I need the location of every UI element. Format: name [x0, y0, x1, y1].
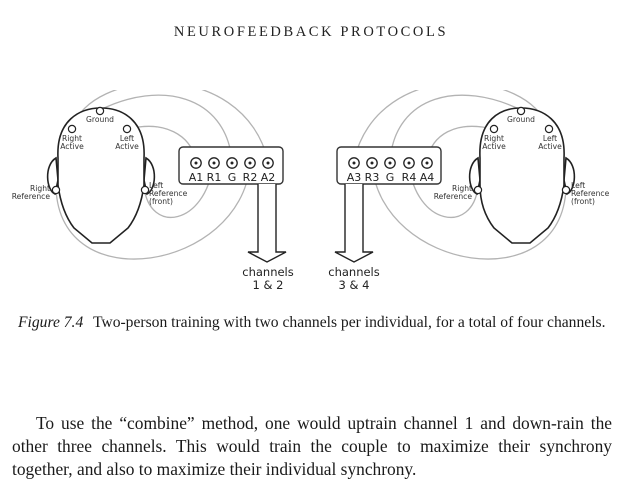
channels-1-2-label-line2: 1 & 2 [253, 278, 284, 292]
body-paragraph-text: To use the “combine” method, one would u… [12, 413, 612, 479]
electrode-left-left-ref [140, 185, 150, 195]
channels-1-2-label-line1: channels [242, 265, 294, 279]
wires [55, 90, 567, 260]
pin-label-G-left: G [228, 171, 237, 184]
left-head-outline [57, 107, 145, 244]
wire-right-left-active-to-A3 [353, 90, 549, 161]
pin-label-G-right: G [386, 171, 395, 184]
electrode-right-right-ref [473, 185, 483, 195]
wire-left-right-active-to-A2 [71, 90, 269, 161]
label-left-left-ref-1: Left [149, 181, 163, 190]
label-right-left-ref-2: Reference [571, 189, 610, 198]
left-connector-box: A1 R1 G R2 A2 [178, 146, 284, 185]
label-right-left-ref-1: Left [571, 181, 585, 190]
label-right-right-ref-1: Right [452, 184, 472, 193]
label-left-right-ref-2: Reference [12, 192, 51, 201]
electrode-left-ground [95, 106, 105, 116]
figure-7-4-diagram: Ground Right Active Left Active Right Re… [0, 90, 622, 300]
label-right-right-ref-2: Reference [434, 192, 473, 201]
left-ear-left [143, 156, 156, 196]
label-left-right-ref-1: Right [30, 184, 50, 193]
pin-label-R3: R3 [365, 171, 380, 184]
pin-label-R1: R1 [207, 171, 222, 184]
electrode-right-ground [516, 106, 526, 116]
pin-label-R4: R4 [402, 171, 417, 184]
figure-label: Figure 7.4 [18, 314, 84, 331]
right-head-outline [479, 107, 565, 244]
arrow-down-right [334, 184, 374, 263]
body-paragraph: To use the “combine” method, one would u… [12, 412, 612, 481]
label-right-left-active-2: Active [538, 142, 562, 151]
figure-caption: Figure 7.4 Two-person training with two … [18, 313, 618, 332]
label-left-left-ref-2: Reference [149, 189, 188, 198]
left-head: Ground Right Active Left Active Right Re… [12, 106, 188, 244]
right-jacks [348, 157, 433, 169]
electrode-left-left-active [122, 124, 132, 134]
wire-left-ground-to-G [99, 94, 233, 161]
running-head: NEUROFEEDBACK PROTOCOLS [173, 24, 449, 40]
label-right-left-active-1: Left [543, 134, 557, 143]
electrode-right-left-active [544, 124, 554, 134]
label-left-right-active-1: Right [62, 134, 82, 143]
label-left-ground: Ground [86, 115, 114, 124]
label-right-right-active-1: Right [484, 134, 504, 143]
pin-label-R2: R2 [243, 171, 258, 184]
wire-left-right-ref-to-R2 [55, 164, 251, 260]
electrode-left-right-active [67, 124, 77, 134]
label-left-left-active-1: Left [120, 134, 134, 143]
electrode-right-right-active [489, 124, 499, 134]
pin-label-A3: A3 [347, 171, 362, 184]
pin-label-A1: A1 [189, 171, 204, 184]
pin-label-A4: A4 [420, 171, 435, 184]
channels-3-4-label-line1: channels [328, 265, 380, 279]
pin-label-A2: A2 [261, 171, 276, 184]
figure-caption-text: Two-person training with two channels pe… [93, 314, 606, 331]
right-connector-box: A3 R3 G R4 A4 [336, 146, 442, 185]
wire-right-left-ref-to-R3 [371, 164, 567, 260]
label-right-left-ref-3: (front) [571, 197, 595, 206]
label-right-right-active-2: Active [482, 142, 506, 151]
label-left-left-active-2: Active [115, 142, 139, 151]
label-left-left-ref-3: (front) [149, 197, 173, 206]
arrow-down-left [247, 184, 287, 263]
wire-right-ground-to-G [389, 94, 522, 161]
channels-3-4-label-line2: 3 & 4 [339, 278, 370, 292]
electrode-left-right-ref [51, 185, 61, 195]
right-head: Ground Right Active Left Active Right Re… [434, 106, 610, 244]
left-jacks [190, 157, 274, 169]
label-right-ground: Ground [507, 115, 535, 124]
label-left-right-active-2: Active [60, 142, 84, 151]
electrode-right-left-ref [561, 185, 571, 195]
